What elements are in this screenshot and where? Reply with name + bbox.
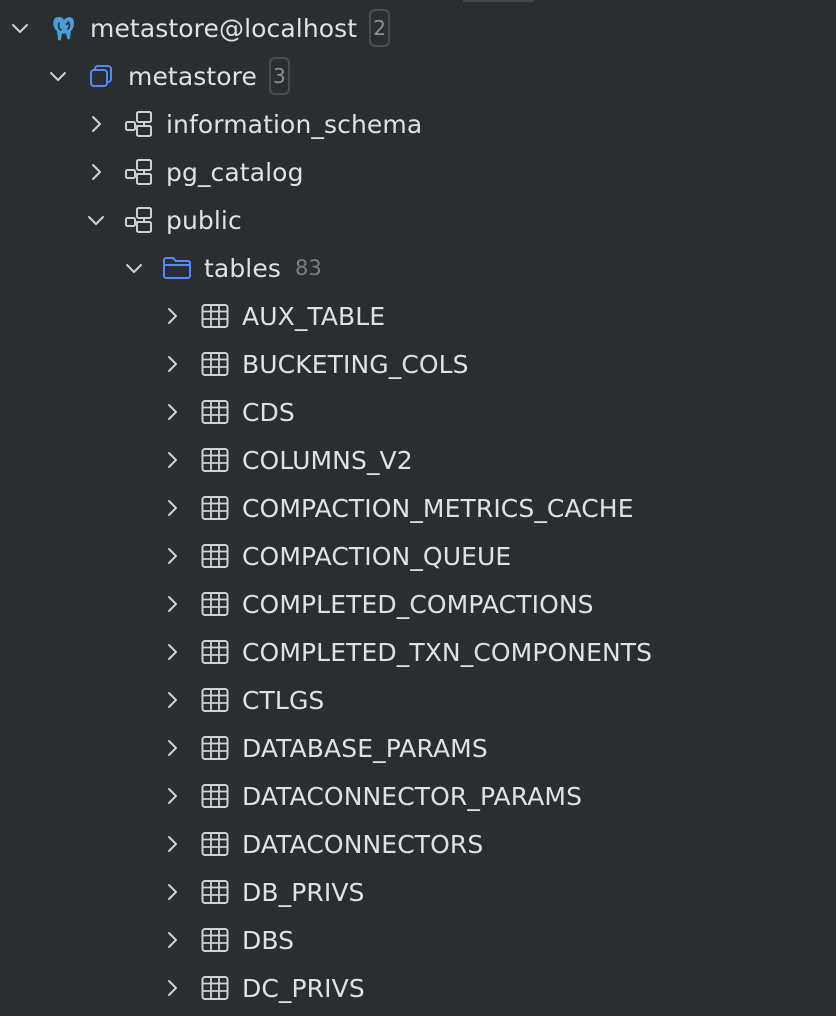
- table-row[interactable]: DATACONNECTOR_PARAMS: [0, 772, 836, 820]
- table-name: BUCKETING_COLS: [242, 349, 469, 379]
- table-row[interactable]: CTLGS: [0, 676, 836, 724]
- table-name: CDS: [242, 397, 295, 427]
- table-name: AUX_TABLE: [242, 301, 386, 331]
- tree-node-schema[interactable]: information_schema: [0, 100, 836, 148]
- table-icon: [200, 877, 230, 907]
- tree-node-tables-folder[interactable]: tables 83: [0, 244, 836, 292]
- schema-icon: [124, 157, 154, 187]
- tree-node-schema[interactable]: public: [0, 196, 836, 244]
- table-row[interactable]: AUX_TABLE: [0, 292, 836, 340]
- table-icon: [200, 589, 230, 619]
- table-icon: [200, 541, 230, 571]
- schema-icon: [124, 205, 154, 235]
- schema-label: information_schema: [166, 109, 423, 139]
- table-name: CTLGS: [242, 685, 325, 715]
- chevron-right-icon[interactable]: [162, 354, 182, 374]
- table-row[interactable]: DATACONNECTORS: [0, 820, 836, 868]
- tree-node-schema[interactable]: pg_catalog: [0, 148, 836, 196]
- scroll-edge: [463, 0, 534, 2]
- tree-node-datasource[interactable]: metastore@localhost 2: [0, 4, 836, 52]
- table-name: DATABASE_PARAMS: [242, 733, 488, 763]
- chevron-down-icon[interactable]: [48, 66, 68, 86]
- chevron-right-icon[interactable]: [86, 114, 106, 134]
- datasource-label: metastore@localhost: [90, 13, 358, 43]
- table-icon: [200, 733, 230, 763]
- postgresql-elephant-icon: [48, 13, 78, 43]
- table-name: DBS: [242, 925, 295, 955]
- tree-node-database[interactable]: metastore 3: [0, 52, 836, 100]
- table-row[interactable]: DC_PRIVS: [0, 964, 836, 1012]
- chevron-right-icon[interactable]: [162, 546, 182, 566]
- table-icon: [200, 829, 230, 859]
- table-row[interactable]: DB_PRIVS: [0, 868, 836, 916]
- chevron-right-icon[interactable]: [162, 738, 182, 758]
- chevron-right-icon[interactable]: [162, 690, 182, 710]
- chevron-right-icon[interactable]: [162, 834, 182, 854]
- chevron-right-icon[interactable]: [86, 162, 106, 182]
- table-row[interactable]: BUCKETING_COLS: [0, 340, 836, 388]
- table-name: DATACONNECTORS: [242, 829, 484, 859]
- schema-label: pg_catalog: [166, 157, 304, 187]
- table-icon: [200, 637, 230, 667]
- table-row[interactable]: COMPLETED_TXN_COMPONENTS: [0, 628, 836, 676]
- table-icon: [200, 349, 230, 379]
- table-name: DATACONNECTOR_PARAMS: [242, 781, 583, 811]
- chevron-right-icon[interactable]: [162, 882, 182, 902]
- chevron-right-icon[interactable]: [162, 498, 182, 518]
- tables-folder-label: tables: [204, 253, 281, 283]
- table-row[interactable]: COMPLETED_COMPACTIONS: [0, 580, 836, 628]
- chevron-down-icon[interactable]: [86, 210, 106, 230]
- table-row[interactable]: COMPACTION_METRICS_CACHE: [0, 484, 836, 532]
- schema-icon: [124, 109, 154, 139]
- table-row[interactable]: CDS: [0, 388, 836, 436]
- table-name: DB_PRIVS: [242, 877, 365, 907]
- table-icon: [200, 685, 230, 715]
- table-row[interactable]: DATABASE_PARAMS: [0, 724, 836, 772]
- chevron-down-icon[interactable]: [10, 18, 30, 38]
- database-count-badge: 3: [269, 57, 290, 95]
- table-row[interactable]: COLUMNS_V2: [0, 436, 836, 484]
- table-list: AUX_TABLE BUCKETING_COLS CDS: [0, 292, 836, 1012]
- chevron-right-icon[interactable]: [162, 642, 182, 662]
- tables-count: 83: [294, 256, 322, 280]
- schema-label: public: [166, 205, 242, 235]
- table-name: COMPLETED_TXN_COMPONENTS: [242, 637, 653, 667]
- table-icon: [200, 973, 230, 1003]
- chevron-right-icon[interactable]: [162, 594, 182, 614]
- database-explorer-tree: metastore@localhost 2 metastore 3: [0, 4, 836, 1012]
- table-name: COMPACTION_METRICS_CACHE: [242, 493, 634, 523]
- chevron-right-icon[interactable]: [162, 786, 182, 806]
- table-icon: [200, 925, 230, 955]
- database-label: metastore: [128, 61, 257, 91]
- table-icon: [200, 493, 230, 523]
- table-icon: [200, 445, 230, 475]
- chevron-right-icon[interactable]: [162, 402, 182, 422]
- table-row[interactable]: DBS: [0, 916, 836, 964]
- chevron-right-icon[interactable]: [162, 978, 182, 998]
- datasource-count-badge: 2: [369, 9, 390, 47]
- table-name: COMPLETED_COMPACTIONS: [242, 589, 594, 619]
- table-icon: [200, 781, 230, 811]
- chevron-right-icon[interactable]: [162, 450, 182, 470]
- chevron-down-icon[interactable]: [124, 258, 144, 278]
- table-icon: [200, 397, 230, 427]
- folder-icon: [162, 253, 192, 283]
- chevron-right-icon[interactable]: [162, 930, 182, 950]
- table-icon: [200, 301, 230, 331]
- table-name: COMPACTION_QUEUE: [242, 541, 512, 571]
- database-icon: [86, 61, 116, 91]
- table-row[interactable]: COMPACTION_QUEUE: [0, 532, 836, 580]
- table-name: DC_PRIVS: [242, 973, 365, 1003]
- chevron-right-icon[interactable]: [162, 306, 182, 326]
- table-name: COLUMNS_V2: [242, 445, 413, 475]
